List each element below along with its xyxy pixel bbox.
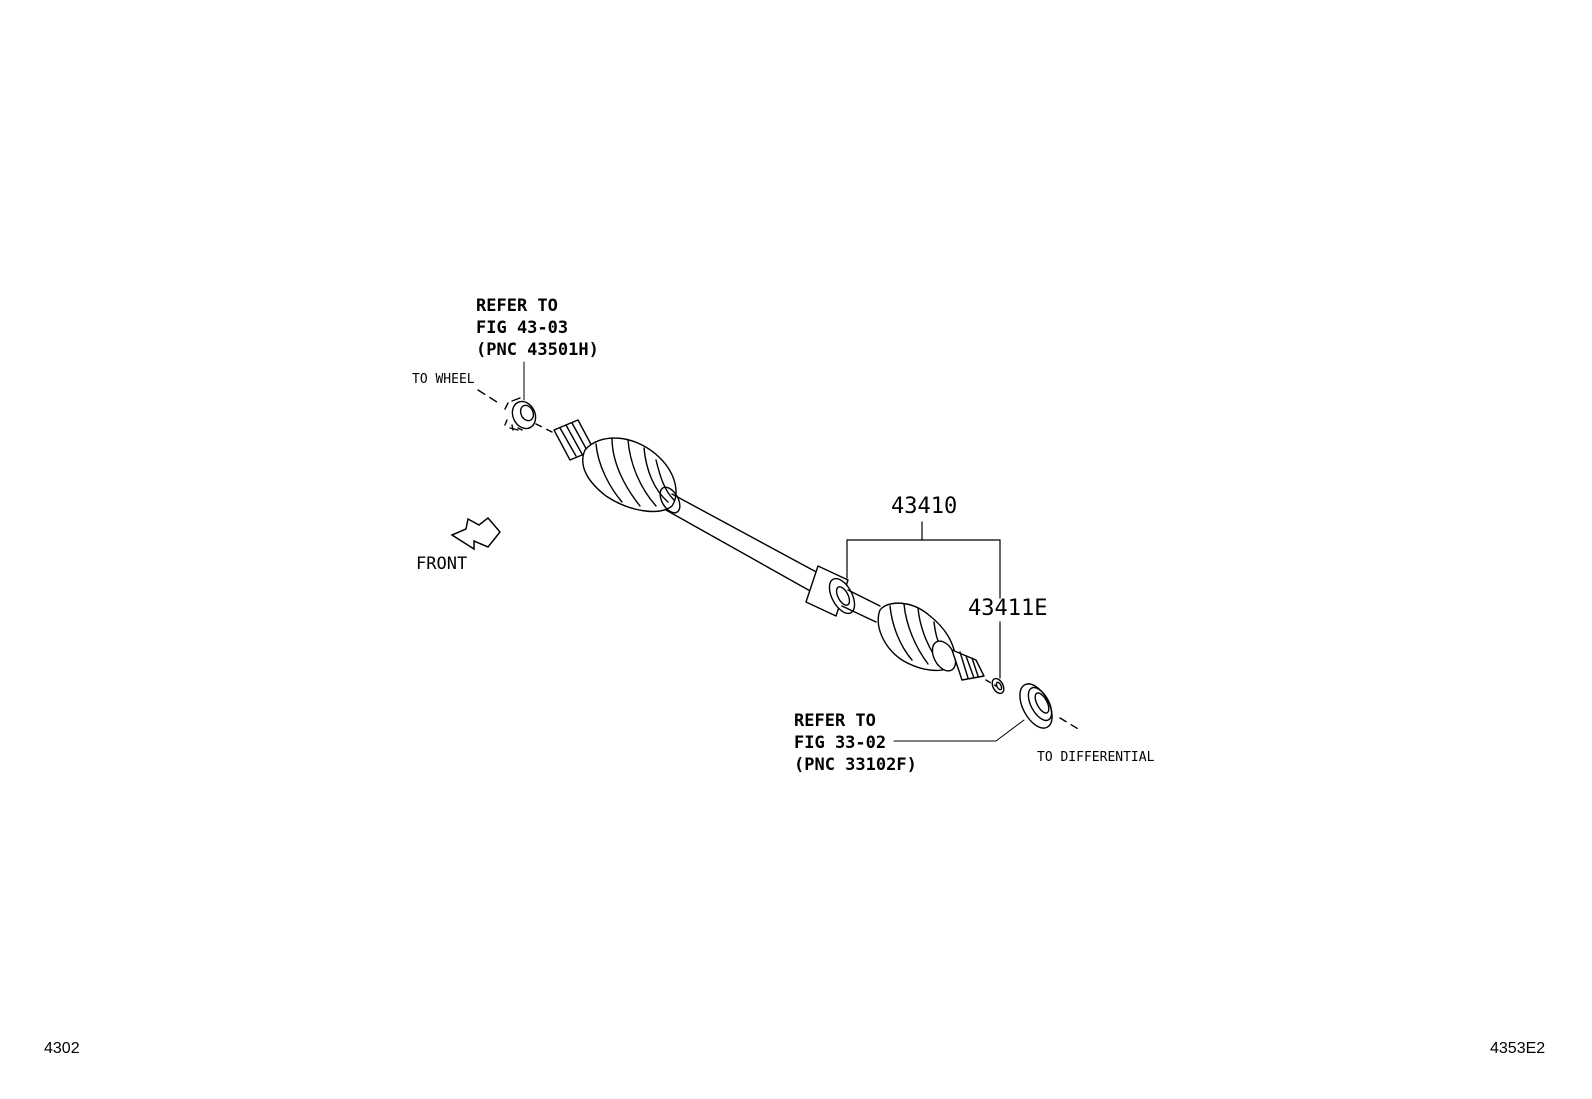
axis-line-wheel-2 xyxy=(535,423,553,433)
figure-number: 4302 xyxy=(44,1040,80,1057)
refer-wheel-line1: REFER TO xyxy=(476,296,558,316)
axis-line-diff-1 xyxy=(985,679,997,687)
axis-line-wheel xyxy=(477,389,501,405)
refer-wheel-line3: (PNC 43501H) xyxy=(476,340,599,360)
inner-cv-boot xyxy=(877,602,957,672)
illustration-code: 4353E2 xyxy=(1490,1040,1546,1057)
to-wheel-label: TO WHEEL xyxy=(412,372,475,387)
front-arrow-icon xyxy=(450,516,501,551)
front-label: FRONT xyxy=(416,554,468,574)
to-differential-label: TO DIFFERENTIAL xyxy=(1037,750,1155,765)
axis-line-diff-2 xyxy=(1059,717,1081,731)
refer-diff-line2: FIG 33-02 xyxy=(794,733,887,753)
bracket-43410 xyxy=(846,521,1001,599)
main-shaft xyxy=(665,493,821,593)
inner-spline xyxy=(951,649,985,681)
leader-oil-seal xyxy=(893,719,1025,742)
refer-wheel-line2: FIG 43-03 xyxy=(476,318,569,338)
outer-cv-boot xyxy=(582,437,681,514)
part-number-43410: 43410 xyxy=(891,494,958,519)
refer-diff-line3: (PNC 33102F) xyxy=(794,755,917,775)
refer-diff-line1: REFER TO xyxy=(794,711,876,731)
oil-seal xyxy=(1019,683,1053,729)
snap-ring xyxy=(991,677,1005,695)
part-number-43411e: 43411E xyxy=(968,596,1048,621)
damper xyxy=(805,565,856,617)
inner-shaft xyxy=(841,589,881,623)
axle-nut xyxy=(504,397,537,431)
